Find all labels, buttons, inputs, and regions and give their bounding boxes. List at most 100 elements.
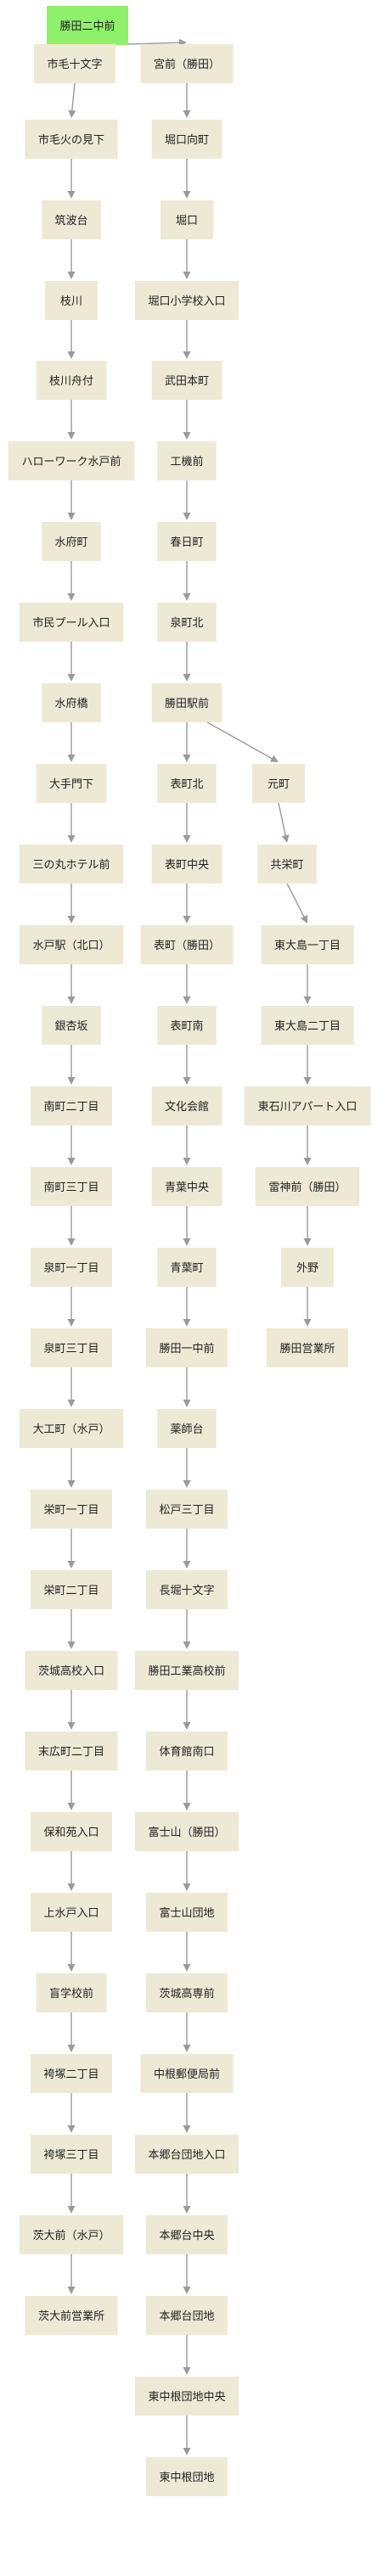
stop-box bbox=[36, 1973, 107, 2012]
stop-label: 堀口小学校入口 bbox=[148, 295, 225, 308]
arrow-head-icon bbox=[183, 1964, 191, 1972]
stop-node: ハローワーク水戸前 bbox=[8, 441, 135, 480]
stop-node: 上水戸入口 bbox=[31, 1893, 112, 1932]
route-edge bbox=[67, 1287, 76, 1327]
route-edge bbox=[183, 1932, 191, 1972]
stop-node: 茨城高専前 bbox=[146, 1973, 228, 2012]
stop-node: 武田本町 bbox=[151, 361, 222, 400]
arrow-head-icon bbox=[183, 2448, 191, 2455]
stop-box bbox=[257, 845, 317, 884]
arrow-head-icon bbox=[67, 2287, 76, 2294]
stop-label: 泉町三丁目 bbox=[43, 1342, 99, 1355]
stop-node: 水府橋 bbox=[42, 683, 101, 722]
stop-label: 枝川舟付 bbox=[49, 375, 93, 388]
stop-box bbox=[19, 2215, 124, 2254]
route-edge bbox=[67, 1690, 76, 1730]
arrow-head-icon bbox=[183, 593, 191, 601]
stop-box bbox=[157, 1248, 217, 1287]
stop-label: 勝田営業所 bbox=[279, 1342, 335, 1355]
stop-box bbox=[134, 281, 239, 320]
stop-box bbox=[31, 1893, 112, 1932]
stop-label: 中根郵便局前 bbox=[154, 2068, 220, 2081]
stop-box bbox=[31, 2054, 112, 2093]
arrow-head-icon bbox=[67, 1238, 76, 1246]
stop-node: 表町南 bbox=[157, 1006, 217, 1045]
route-edge bbox=[68, 82, 76, 118]
stop-box bbox=[151, 683, 222, 722]
route-edge bbox=[67, 1367, 76, 1407]
stop-label: 富士山団地 bbox=[159, 1906, 214, 1920]
stop-label: 体育館南口 bbox=[159, 1745, 214, 1759]
stop-label: 春日町 bbox=[170, 536, 203, 549]
arrow-head-icon bbox=[67, 2125, 76, 2133]
stop-node: 市毛火の見下 bbox=[25, 120, 118, 159]
arrow-head-icon bbox=[67, 1561, 76, 1569]
stop-label: 水府橋 bbox=[54, 698, 87, 710]
arrow-head-icon bbox=[183, 1883, 191, 1891]
route-edge bbox=[183, 1206, 191, 1246]
stop-label: 共栄町 bbox=[270, 859, 303, 872]
stop-box bbox=[151, 845, 222, 884]
stop-node: 泉町一丁目 bbox=[31, 1248, 112, 1287]
route-edge bbox=[67, 320, 76, 359]
stop-node: 盲学校前 bbox=[36, 1973, 107, 2012]
route-edge bbox=[303, 1206, 312, 1246]
arrow-head-icon bbox=[67, 916, 76, 923]
route-edge bbox=[67, 2093, 76, 2133]
stop-node: 堀口向町 bbox=[151, 120, 222, 159]
stop-label: 勝田二中前 bbox=[59, 20, 115, 33]
arrow-head-icon bbox=[183, 835, 191, 843]
stop-label: 栄町一丁目 bbox=[43, 1504, 99, 1517]
stop-box bbox=[36, 361, 107, 400]
stop-node: 勝田工業高校前 bbox=[134, 1651, 239, 1690]
stop-node: 南町三丁目 bbox=[31, 1167, 112, 1206]
stop-box bbox=[19, 845, 124, 884]
stop-node: 長堀十文字 bbox=[146, 1570, 228, 1609]
stop-node: 袴塚三丁目 bbox=[31, 2135, 112, 2174]
route-edge bbox=[67, 2254, 76, 2294]
stop-node: 体育館南口 bbox=[146, 1731, 228, 1771]
stop-box bbox=[42, 683, 101, 722]
stop-box bbox=[157, 1409, 217, 1448]
arrow-head-icon bbox=[183, 1400, 191, 1407]
stop-node: 青葉中央 bbox=[151, 1167, 222, 1206]
arrow-head-icon bbox=[67, 1964, 76, 1972]
stop-label: 表町（勝田） bbox=[154, 940, 220, 952]
stop-label: 本郷台中央 bbox=[159, 2230, 214, 2242]
route-edge bbox=[67, 884, 76, 923]
route-edge bbox=[67, 964, 76, 1004]
arrow-head-icon bbox=[183, 1561, 191, 1569]
stop-box bbox=[25, 2296, 118, 2335]
stop-label: 市民プール入口 bbox=[32, 616, 110, 630]
edge-line bbox=[286, 883, 305, 918]
arrow-head-icon bbox=[67, 674, 76, 682]
stop-box bbox=[47, 6, 128, 45]
arrow-head-icon bbox=[67, 1642, 76, 1649]
stop-box bbox=[146, 1973, 228, 2012]
stop-label: ハローワーク水戸前 bbox=[21, 455, 121, 469]
stop-box bbox=[45, 281, 98, 320]
stop-label: 工機前 bbox=[170, 455, 203, 469]
stop-node: 栄町一丁目 bbox=[31, 1490, 112, 1529]
route-edge bbox=[67, 1609, 76, 1649]
stop-node: 東中根団地中央 bbox=[134, 2377, 239, 2416]
stop-label: 栄町二丁目 bbox=[43, 1585, 99, 1597]
stop-node: 東大島一丁目 bbox=[261, 925, 354, 964]
arrow-head-icon bbox=[67, 593, 76, 601]
arrow-head-icon bbox=[67, 1158, 76, 1165]
arrow-head-icon bbox=[67, 432, 76, 440]
arrow-head-icon bbox=[67, 2045, 76, 2052]
stop-label: 外野 bbox=[296, 1262, 318, 1275]
stop-box bbox=[261, 925, 354, 964]
stop-box bbox=[31, 1570, 112, 1609]
stop-label: 勝田一中前 bbox=[159, 1342, 214, 1355]
stop-node: 枝川舟付 bbox=[36, 361, 107, 400]
stop-node: 富士山（勝田） bbox=[134, 1812, 239, 1851]
arrow-head-icon bbox=[183, 2125, 191, 2133]
stop-node: 本郷台団地 bbox=[146, 2296, 228, 2335]
arrow-head-icon bbox=[183, 916, 191, 923]
stop-box bbox=[19, 1409, 124, 1448]
route-edge bbox=[183, 83, 191, 118]
stop-label: 青葉中央 bbox=[165, 1181, 209, 1194]
route-edge bbox=[67, 1125, 76, 1165]
